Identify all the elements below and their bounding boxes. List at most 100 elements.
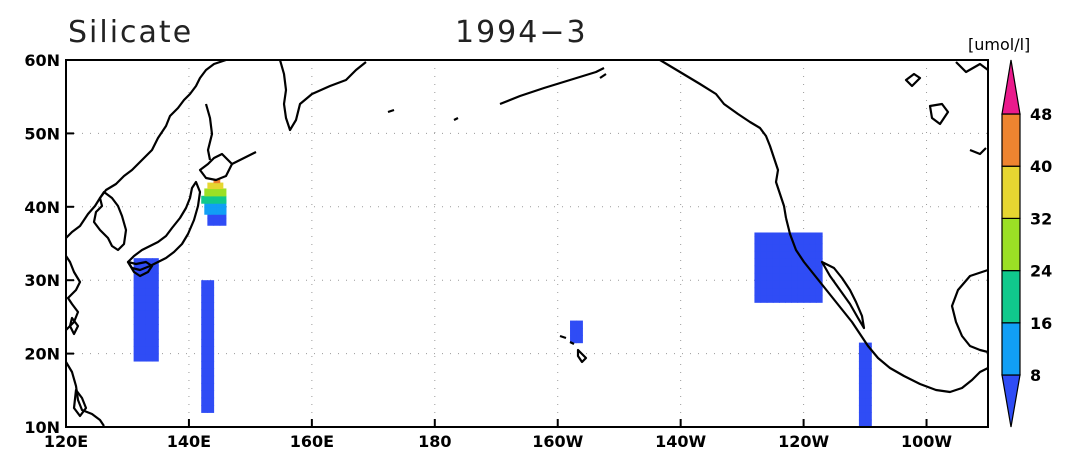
data-cell <box>766 232 774 237</box>
data-cell <box>779 280 786 289</box>
data-cell <box>797 280 805 289</box>
data-region-japan-east <box>207 182 224 190</box>
data-cell <box>797 294 805 303</box>
data-cell <box>815 272 823 281</box>
data-cell <box>201 338 208 347</box>
data-cell <box>210 188 218 197</box>
data-cell <box>785 243 792 252</box>
data-cell <box>204 206 212 215</box>
data-cell <box>207 182 215 190</box>
data-cell <box>815 250 823 259</box>
data-cell <box>766 294 774 303</box>
data-cell <box>133 309 141 318</box>
data-cell <box>201 331 208 340</box>
data-cell <box>207 287 215 296</box>
data-cell <box>145 258 153 267</box>
data-cell <box>815 236 823 245</box>
data-cell <box>760 236 768 245</box>
data-cell <box>576 327 583 336</box>
data-cell <box>766 250 774 259</box>
data-cell <box>152 302 159 311</box>
data-cell <box>152 272 159 281</box>
data-cell <box>779 272 786 281</box>
data-cell <box>865 346 872 355</box>
data-cell <box>809 236 817 245</box>
colorbar-lower-extension <box>1001 374 1021 428</box>
data-cell <box>201 368 208 377</box>
data-cell <box>145 272 153 281</box>
data-region-japan-east <box>201 195 227 204</box>
data-cell <box>133 316 141 325</box>
data-cell <box>785 250 792 259</box>
data-cell <box>139 280 147 289</box>
data-region-japan-east <box>204 188 227 197</box>
china-south-coastline <box>66 255 82 331</box>
data-cell <box>754 243 762 252</box>
data-cell <box>145 302 153 311</box>
data-cell <box>809 272 817 281</box>
lon-tick-label: 160W <box>532 432 583 451</box>
data-region-japan-east <box>213 178 221 184</box>
data-cell <box>207 331 215 340</box>
data-cell <box>139 338 147 347</box>
data-cell <box>779 265 786 274</box>
data-cell <box>809 294 817 303</box>
data-cell <box>754 272 762 281</box>
data-cell <box>779 250 786 259</box>
data-cell <box>803 243 811 252</box>
data-cell <box>139 309 147 318</box>
data-cell <box>201 316 208 325</box>
data-cell <box>152 346 159 355</box>
data-cell <box>201 382 208 391</box>
data-cell <box>570 327 577 336</box>
data-cell <box>201 280 208 289</box>
data-cell <box>785 294 792 303</box>
lat-tick-label: 10N <box>24 418 60 437</box>
data-cell <box>207 375 215 384</box>
data-cell <box>133 346 141 355</box>
data-cell <box>139 346 147 355</box>
data-cell <box>207 195 215 204</box>
data-cell <box>815 232 823 237</box>
data-cell <box>570 320 577 329</box>
korea-coastline <box>92 190 128 252</box>
data-cell <box>865 368 872 377</box>
data-cell <box>865 390 872 399</box>
data-cell <box>766 280 774 289</box>
data-cell <box>766 243 774 252</box>
data-cell <box>815 287 823 296</box>
data-cell <box>760 250 768 259</box>
data-cell <box>785 232 792 237</box>
data-cell <box>772 243 780 252</box>
data-cell <box>576 335 583 344</box>
data-cell <box>803 232 811 237</box>
colorbar-label: 32 <box>1030 209 1052 228</box>
data-cell <box>219 195 227 204</box>
colorbar-unit: [umol/l] <box>968 35 1030 54</box>
data-cell <box>809 280 817 289</box>
kuril-islands <box>231 151 257 165</box>
data-cell <box>858 375 866 384</box>
data-cell <box>145 316 153 325</box>
data-cell <box>791 232 799 237</box>
data-cell <box>139 272 147 281</box>
lat-tick-label: 20N <box>24 345 60 364</box>
data-cell <box>207 382 215 391</box>
data-cell <box>213 217 221 226</box>
data-cell <box>207 302 215 311</box>
data-cell <box>152 324 159 333</box>
data-cell <box>779 236 786 245</box>
data-cell <box>785 272 792 281</box>
data-cell <box>791 287 799 296</box>
alaska-coastline <box>659 60 788 219</box>
data-cell <box>815 265 823 274</box>
data-cell <box>754 265 762 274</box>
data-cell <box>145 309 153 318</box>
data-cell <box>201 353 208 362</box>
data-cell <box>791 250 799 259</box>
data-cell <box>779 258 786 267</box>
data-cell <box>570 335 577 344</box>
colorbar-segment <box>1001 322 1021 376</box>
